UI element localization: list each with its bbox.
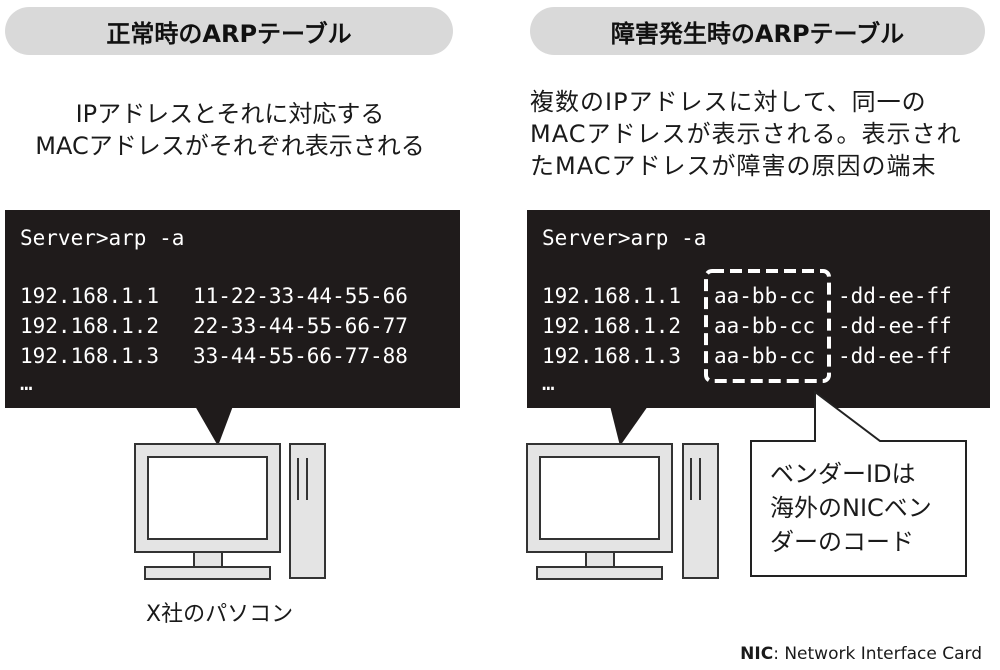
right-row-1-ip: 192.168.1.1 [542, 284, 682, 308]
left-desc-line-1: IPアドレスとそれに対応する [75, 100, 385, 128]
right-row-3-vendor: aa-bb-cc [714, 344, 816, 368]
left-pc-caption: X社のパソコン [146, 602, 294, 627]
right-description: 複数のIPアドレスに対して、同一の MACアドレスが表示される。表示され たMA… [530, 86, 990, 182]
left-title-text: 正常時のARPテーブル [106, 19, 352, 48]
right-row-3-rest: -dd-ee-ff [838, 344, 952, 368]
right-monitor-base [536, 566, 663, 580]
left-description: IPアドレスとそれに対応する MACアドレスがそれぞれ表示される [20, 98, 440, 162]
left-tower [289, 443, 326, 579]
left-desc-line-2: MACアドレスがそれぞれ表示される [35, 132, 425, 160]
footnote-text: Network Interface Card [784, 644, 982, 664]
callout-line-3: ダーのコード [770, 528, 914, 556]
right-desc-line-1: 複数のIPアドレスに対して、同一の [530, 88, 927, 116]
right-monitor-frame [526, 443, 673, 553]
left-monitor-base [144, 566, 271, 580]
right-terminal-tail [610, 406, 648, 446]
right-row-3-ip: 192.168.1.3 [542, 344, 682, 368]
left-row-3-mac: 33-44-55-66-77-88 [193, 344, 408, 368]
right-monitor-neck [585, 551, 615, 568]
right-computer [526, 443, 719, 580]
left-monitor-neck [193, 551, 223, 568]
left-monitor-frame [134, 443, 281, 553]
left-row-2-mac: 22-33-44-55-66-77 [193, 314, 408, 338]
left-row-2-ip: 192.168.1.2 [20, 314, 160, 338]
left-row-1-ip: 192.168.1.1 [20, 284, 160, 308]
left-monitor-screen [147, 456, 268, 540]
left-computer [134, 443, 326, 580]
right-row-1-vendor: aa-bb-cc [714, 284, 816, 308]
right-row-2-rest: -dd-ee-ff [838, 314, 952, 338]
right-terminal-ellipsis: … [542, 371, 555, 395]
left-terminal-tail [195, 406, 233, 446]
left-panel-title: 正常時のARPテーブル [5, 7, 453, 55]
footnote-separator: : [773, 644, 779, 664]
right-row-2-vendor: aa-bb-cc [714, 314, 816, 338]
right-title-text: 障害発生時のARPテーブル [610, 19, 905, 48]
left-row-1-mac: 11-22-33-44-55-66 [193, 284, 408, 308]
left-terminal-ellipsis: … [20, 371, 33, 395]
right-tower [682, 443, 719, 579]
right-desc-line-2: MACアドレスが表示される。表示され [530, 120, 962, 148]
right-desc-line-3: たMACアドレスが障害の原因の端末 [530, 152, 937, 180]
footnote: NIC: Network Interface Card [740, 644, 982, 664]
left-terminal [5, 210, 460, 408]
left-row-3-ip: 192.168.1.3 [20, 344, 160, 368]
callout-line-1: ベンダーIDは [770, 460, 916, 488]
right-row-1-rest: -dd-ee-ff [838, 284, 952, 308]
right-terminal-command: Server>arp -a [542, 226, 707, 250]
right-panel-title: 障害発生時のARPテーブル [530, 7, 985, 55]
left-terminal-command: Server>arp -a [20, 226, 185, 250]
callout-line-2: 海外のNICベン [770, 494, 932, 522]
right-row-2-ip: 192.168.1.2 [542, 314, 682, 338]
footnote-abbr: NIC [740, 644, 774, 664]
right-monitor-screen [539, 456, 660, 540]
vendor-callout-text: ベンダーIDは 海外のNICベン ダーのコード [770, 457, 932, 559]
